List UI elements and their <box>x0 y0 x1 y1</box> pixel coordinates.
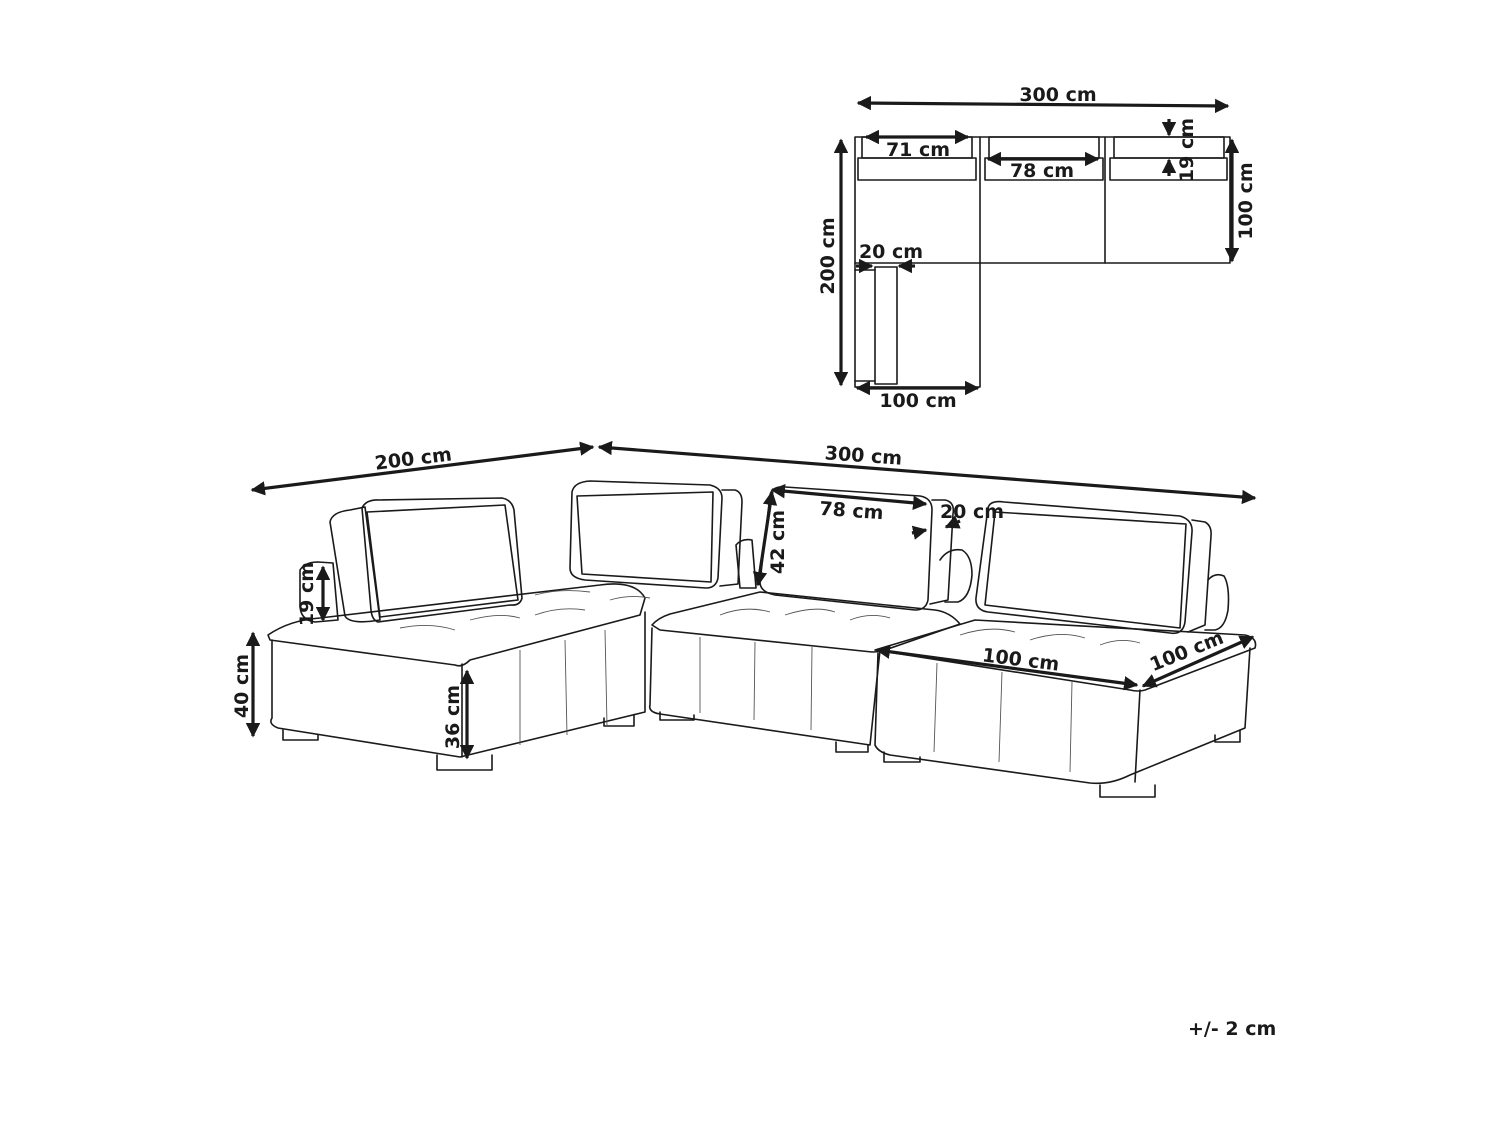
tolerance-note: +/- 2 cm <box>1188 1018 1277 1040</box>
perspective-sofa <box>267 480 1257 798</box>
svg-text:100 cm: 100 cm <box>1147 627 1227 676</box>
svg-text:100 cm: 100 cm <box>879 390 956 412</box>
svg-text:19 cm: 19 cm <box>296 562 318 626</box>
perspective-dimensions: 200 cm 300 cm 78 cm 42 cm 20 cm 19 cm 40… <box>231 440 1257 760</box>
svg-text:71 cm: 71 cm <box>886 139 950 161</box>
svg-text:100 cm: 100 cm <box>981 644 1060 675</box>
top-view-dimensions: 300 cm 71 cm 78 cm 19 cm 100 cm 200 cm 2… <box>817 84 1257 412</box>
svg-text:19 cm: 19 cm <box>1176 118 1198 182</box>
svg-text:100 cm: 100 cm <box>1235 162 1257 239</box>
svg-text:300 cm: 300 cm <box>824 442 903 469</box>
svg-text:200 cm: 200 cm <box>374 443 453 474</box>
svg-text:78 cm: 78 cm <box>1010 160 1074 182</box>
svg-text:20 cm: 20 cm <box>940 501 1004 523</box>
svg-text:300 cm: 300 cm <box>1019 84 1096 106</box>
svg-text:200 cm: 200 cm <box>817 217 839 294</box>
svg-text:36 cm: 36 cm <box>442 685 464 749</box>
svg-text:20 cm: 20 cm <box>859 241 923 263</box>
svg-text:42 cm: 42 cm <box>767 510 789 574</box>
svg-text:78 cm: 78 cm <box>819 498 885 524</box>
svg-text:40 cm: 40 cm <box>231 654 253 718</box>
